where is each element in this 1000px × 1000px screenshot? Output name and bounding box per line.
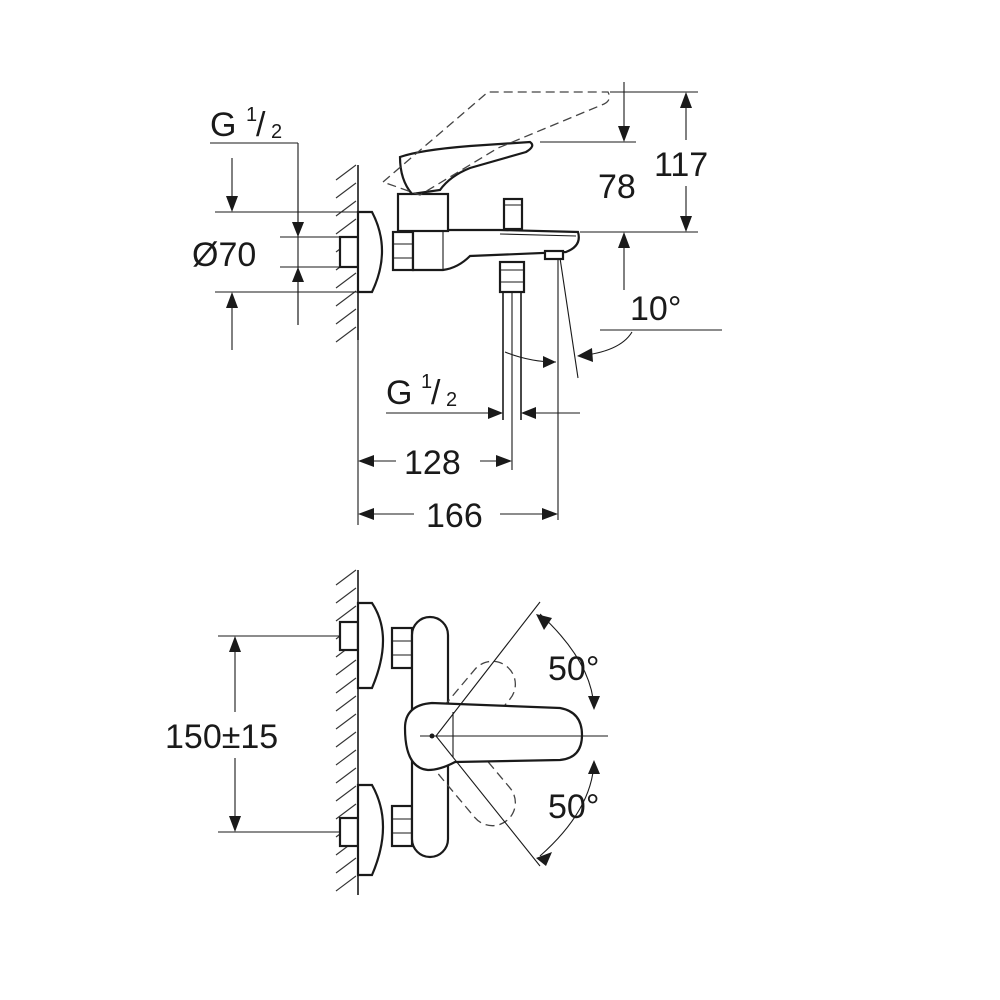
union-nut-lower [390, 804, 414, 848]
top-view: 150±15 50° 50° [165, 569, 608, 895]
union-nut-upper [390, 626, 414, 670]
spout-outlet [543, 249, 565, 261]
thread-bottom-slash: / [431, 374, 441, 412]
thread-bottom-den: 2 [446, 389, 457, 411]
dim-thread-bottom: G 1 / 2 [386, 371, 580, 419]
hose-connector [498, 260, 526, 294]
rosette [356, 210, 384, 294]
length-total-label: 166 [426, 497, 483, 535]
rosette-lower [356, 783, 385, 877]
rosette-upper [356, 601, 385, 690]
length-outlet-label: 128 [404, 444, 461, 482]
wall-nut-lower [338, 816, 360, 848]
height-total-label: 117 [654, 146, 708, 184]
angle-up-label: 50° [548, 650, 599, 688]
wall-nut [338, 235, 360, 269]
diverter-knob [502, 197, 524, 231]
cartridge-housing [396, 192, 450, 233]
dim-thread-top: G 1 / 2 [210, 104, 340, 325]
dim-length-total: 166 [358, 497, 558, 535]
angle-label: 10° [630, 290, 681, 328]
lever-closed [398, 140, 534, 196]
side-view: G 1 / 2 Ø70 [192, 82, 722, 535]
mixer-body [411, 228, 580, 272]
dim-diameter: Ø70 [192, 158, 358, 350]
thread-top-num: 1 [246, 104, 257, 126]
thread-top-letter: G [210, 106, 236, 144]
thread-top-den: 2 [271, 121, 282, 143]
centers-label: 150±15 [165, 718, 278, 756]
dim-length-outlet: 128 [357, 340, 512, 525]
diameter-label: Ø70 [192, 236, 256, 274]
thread-bottom-num: 1 [421, 371, 432, 393]
union-nut [391, 230, 415, 272]
dim-height-total: 117 [580, 91, 708, 233]
lever-open-dashed [381, 91, 610, 196]
angle-down-label: 50° [548, 788, 599, 826]
wall-nut-upper [338, 620, 360, 652]
thread-bottom-letter: G [386, 374, 412, 412]
dim-centers: 150±15 [165, 635, 340, 833]
thread-top-slash: / [256, 106, 266, 144]
height-spout-label: 78 [598, 168, 636, 206]
dim-height-spout: 78 [540, 82, 636, 290]
dim-angle: 10° [577, 290, 722, 362]
